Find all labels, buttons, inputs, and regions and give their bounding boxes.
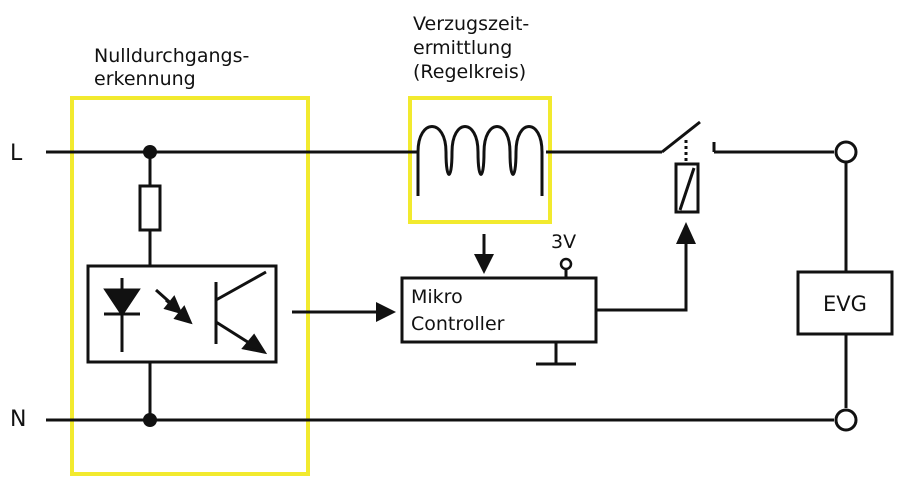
optocoupler-icon	[86, 264, 278, 364]
phototransistor-icon	[214, 270, 268, 355]
terminal-live-icon	[834, 140, 858, 164]
coil-icon	[416, 125, 544, 196]
relay-drive-arrow	[596, 222, 696, 312]
neutral-rail-label: N	[10, 407, 26, 432]
supply-label: 3V	[551, 231, 576, 253]
ballast-box	[796, 270, 894, 336]
ground-icon	[536, 342, 576, 366]
mcu-label-1: Mikro	[411, 286, 463, 308]
terminal-neutral-icon	[834, 408, 858, 432]
opto-signal-arrow	[292, 302, 396, 322]
zero-cross-title-1: Nulldurchgangs-	[94, 45, 249, 67]
switch-icon	[661, 120, 716, 154]
ballast-label: EVG	[823, 292, 867, 316]
delay-title-3: (Regelkreis)	[413, 61, 526, 83]
resistor-icon	[138, 152, 162, 266]
live-rail-label: L	[10, 141, 23, 166]
delay-title-2: ermittlung	[413, 37, 512, 59]
mcu-label-2: Controller	[411, 313, 505, 335]
supply-terminal-icon	[559, 257, 573, 271]
zero-cross-frame	[70, 96, 310, 476]
diode-icon	[103, 278, 141, 352]
delay-frame	[408, 96, 552, 224]
microcontroller-box	[400, 276, 598, 344]
zero-cross-title-2: erkennung	[94, 68, 196, 90]
light-arrows-icon	[155, 288, 193, 325]
relay-icon	[674, 162, 700, 214]
delay-title-1: Verzugszeit-	[413, 13, 529, 35]
delay-signal-arrow	[474, 234, 494, 274]
